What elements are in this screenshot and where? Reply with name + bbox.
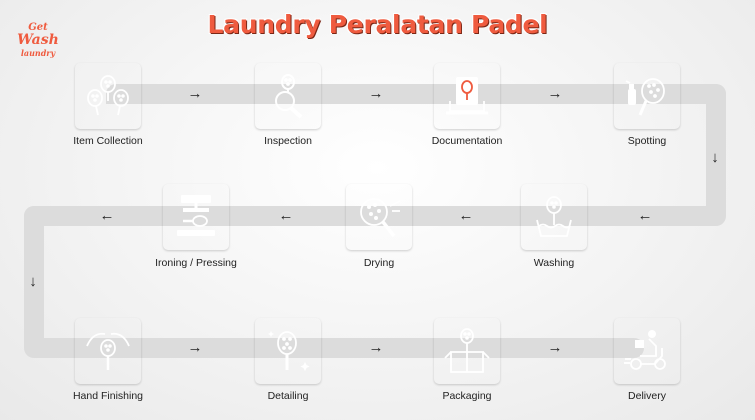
logo-line-1: Get — [28, 22, 48, 33]
tile-packaging — [434, 318, 500, 384]
tile-inspection — [255, 63, 321, 129]
arrow-left-icon: ← — [99, 207, 115, 224]
sparkle-racket-icon — [268, 331, 310, 371]
arrow-left-icon: ← — [637, 207, 653, 224]
step-label-ironing-pressing: Ironing / Pressing — [155, 257, 237, 269]
rackets-group-icon — [87, 75, 129, 116]
arrow-right-icon: → — [187, 85, 203, 102]
tile-ironing-pressing — [163, 184, 229, 250]
step-label-drying: Drying — [363, 257, 395, 269]
track-left-down — [24, 206, 44, 356]
arrow-left-icon: ← — [278, 207, 294, 224]
arrow-right-icon: → — [368, 85, 384, 102]
track-row-3 — [24, 338, 644, 358]
track-row-1 — [106, 84, 726, 104]
arrow-right-icon: → — [547, 85, 563, 102]
spray-racket-icon — [625, 78, 665, 116]
step-label-spotting: Spotting — [627, 135, 667, 147]
page-title: Laundry Peralatan Padel — [207, 10, 548, 39]
step-label-hand-finishing: Hand Finishing — [72, 390, 144, 402]
tile-detailing — [255, 318, 321, 384]
tile-washing — [521, 184, 587, 250]
racket-drying-icon — [360, 198, 401, 238]
hands-racket-icon — [86, 332, 130, 370]
tile-delivery — [614, 318, 680, 384]
tile-spotting — [614, 63, 680, 129]
arrow-right-icon: → — [547, 339, 563, 356]
step-label-item-collection: Item Collection — [73, 135, 143, 147]
scooter-delivery-icon — [624, 330, 666, 370]
step-label-inspection: Inspection — [264, 135, 312, 147]
box-racket-icon — [444, 328, 490, 373]
tile-hand-finishing — [75, 318, 141, 384]
tile-drying — [346, 184, 412, 250]
step-label-documentation: Documentation — [431, 135, 503, 147]
step-label-washing: Washing — [533, 257, 575, 269]
step-label-detailing: Detailing — [267, 390, 309, 402]
logo-line-2: Wash — [17, 32, 59, 48]
press-machine-icon — [177, 195, 215, 236]
laptop-racket-icon — [446, 77, 488, 115]
step-label-packaging: Packaging — [442, 390, 492, 402]
track-right-down — [706, 84, 726, 224]
arrow-right-icon: → — [368, 339, 384, 356]
arrow-down-icon: ↓ — [711, 149, 719, 166]
tile-documentation — [434, 63, 500, 129]
arrow-down-icon: ↓ — [29, 273, 37, 290]
arrow-right-icon: → — [187, 339, 203, 356]
step-label-delivery: Delivery — [628, 390, 666, 402]
brand-logo: Get Wash laundry — [14, 22, 62, 64]
arrow-left-icon: ← — [458, 207, 474, 224]
wash-basin-icon — [536, 196, 572, 237]
magnifier-racket-icon — [275, 74, 303, 119]
logo-line-3: laundry — [20, 48, 56, 58]
tile-item-collection — [75, 63, 141, 129]
